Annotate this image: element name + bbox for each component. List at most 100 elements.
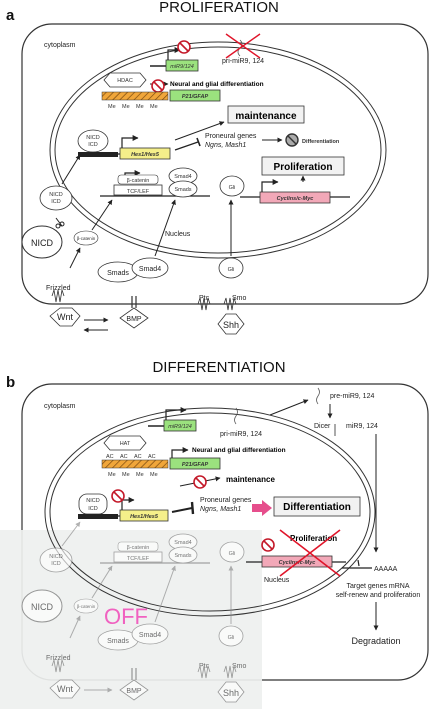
frizzled-receptor [51, 289, 65, 303]
ngns-label-b: Ngns, Mash1 [200, 506, 241, 513]
me-label-b1: Me [108, 472, 116, 478]
smad4-cyto [131, 257, 169, 279]
prohibition-icon [177, 40, 191, 54]
off-signaling: β-catenin TCF/LEF Smad4 Smads Gli NICD I… [21, 521, 247, 703]
nicd-big-label: NICD [31, 238, 53, 248]
ac-label-3: AC [134, 454, 142, 460]
aaaaa-label: AAAAA [374, 566, 398, 573]
nicd-label-b2: NICD [49, 554, 62, 560]
beta-catenin-label-b: β-catenin [127, 545, 150, 551]
pri-mir-crossed [225, 33, 261, 59]
mir9-124-label: miR9/124 [170, 64, 194, 70]
gli-cyto-b [218, 625, 244, 647]
proneural-label: Proneural genes [205, 133, 257, 140]
beta-catenin-cyto-label: β-catenin [77, 236, 96, 241]
me-label-3: Me [136, 104, 144, 110]
prohibition-icon [151, 79, 165, 93]
ac-label-1: AC [106, 454, 114, 460]
ac-label-4: AC [148, 454, 156, 460]
degradation-label: Degradation [351, 636, 400, 646]
target-genes-label: Target genes mRNA [346, 583, 409, 590]
panel-b: b DIFFERENTIATION cytoplasm pre-miR9, 12… [0, 359, 429, 709]
me-label-b3: Me [136, 472, 144, 478]
mir9-124-label-b: miR9/124 [168, 424, 192, 430]
mir-mature-label: miR9, 124 [346, 423, 378, 430]
hat-complex [103, 435, 147, 451]
cytoplasm-label-b: cytoplasm [44, 403, 76, 410]
bmp-label: BMP [126, 316, 142, 323]
hdac-complex [103, 72, 147, 88]
differentiation-box [273, 496, 361, 517]
nicd-membrane [21, 225, 63, 259]
nicd-icd-cyto-b [39, 547, 73, 573]
nicd-icd-nuclear [77, 129, 109, 153]
hes-gene-b [119, 509, 169, 522]
ngns-label: Ngns, Mash1 [205, 142, 246, 149]
wnt-ligand [49, 307, 81, 327]
proliferation-label-a: Proliferation [274, 162, 333, 173]
mir9-124-gene [165, 59, 199, 72]
gli-cyto [218, 257, 244, 279]
smad4-label-b: Smad4 [174, 540, 191, 546]
cyclins-label: Cyclins/c-Myc [277, 196, 314, 202]
panel-a: a PROLIFERATION cytoplasm Nucleus miR9/1… [6, 0, 429, 335]
cytoplasm-label: cytoplasm [44, 42, 76, 49]
smad4-label: Smad4 [174, 174, 191, 180]
nicd-label: NICD [86, 135, 99, 141]
gli-label: Gli [229, 185, 236, 191]
beta-catenin-cyto-b [73, 598, 99, 614]
me-label-1: Me [108, 104, 116, 110]
scissors-icon [55, 217, 65, 229]
ptc-smo-receptors [197, 297, 237, 311]
icd-label-2: ICD [51, 199, 61, 205]
prohibition-icon [285, 133, 299, 147]
smo-label-b: Smo [232, 663, 247, 670]
nuclear-envelope-inner [54, 46, 382, 254]
icd-label-b2: ICD [51, 561, 61, 567]
maintenance-box [227, 105, 305, 124]
self-renew-label: self-renew and proliferation [336, 592, 421, 599]
neural-glial-label-b: Neural and glial differentiation [192, 447, 286, 454]
nicd-label-b: NICD [86, 498, 99, 504]
off-label: OFF [104, 604, 148, 629]
panel-b-title: DIFFERENTIATION [152, 359, 285, 376]
p21-gfap-gene-b [169, 457, 221, 470]
smo-label: Smo [232, 295, 247, 302]
chromatin-hatched [101, 91, 169, 101]
gli-nuclear-b [219, 541, 245, 563]
nicd-label-2: NICD [49, 192, 62, 198]
p21-gfap-label: P21/GFAP [182, 94, 209, 100]
wnt-label: Wnt [57, 312, 74, 322]
gli-cyto-label: Gli [228, 267, 235, 273]
panel-a-letter: a [6, 7, 15, 24]
dicer-label: Dicer [314, 423, 331, 430]
cyclins-gene-b [261, 555, 333, 568]
shh-label-b: Shh [223, 688, 239, 698]
tcf-lef-box [113, 184, 163, 196]
smads-label: Smads [174, 187, 191, 193]
pre-mir-label: pre-miR9, 124 [330, 393, 374, 400]
hes-label-b: Hes1/Hes5 [130, 514, 159, 520]
panel-a-title: PROLIFERATION [159, 0, 279, 16]
frizzled-label-b: Frizzled [46, 655, 71, 662]
hat-label: HAT [120, 441, 131, 447]
ac-label-2: AC [120, 454, 128, 460]
tcf-lef-label-b: TCF/LEF [127, 556, 150, 562]
nuclear-envelope-outer [49, 41, 387, 259]
tcf-lef-box-b [113, 551, 163, 563]
p21-gfap-gene [169, 89, 221, 102]
maintenance-label: maintenance [235, 111, 297, 122]
red-x-icon [279, 529, 341, 577]
gli-cyto-label-b: Gli [228, 635, 235, 641]
maintenance-label-b: maintenance [226, 475, 275, 484]
smads-label-b: Smads [174, 553, 191, 559]
bmp-label-b: BMP [126, 688, 142, 695]
differentiation-label-b: Differentiation [283, 502, 351, 513]
frizzled-receptor-b [51, 659, 65, 673]
gli-label-b: Gli [229, 551, 236, 557]
cyclins-gene [259, 191, 331, 204]
me-label-b4: Me [150, 472, 158, 478]
smad4-cyto-b [131, 623, 169, 645]
smads-nuclear [168, 180, 198, 198]
